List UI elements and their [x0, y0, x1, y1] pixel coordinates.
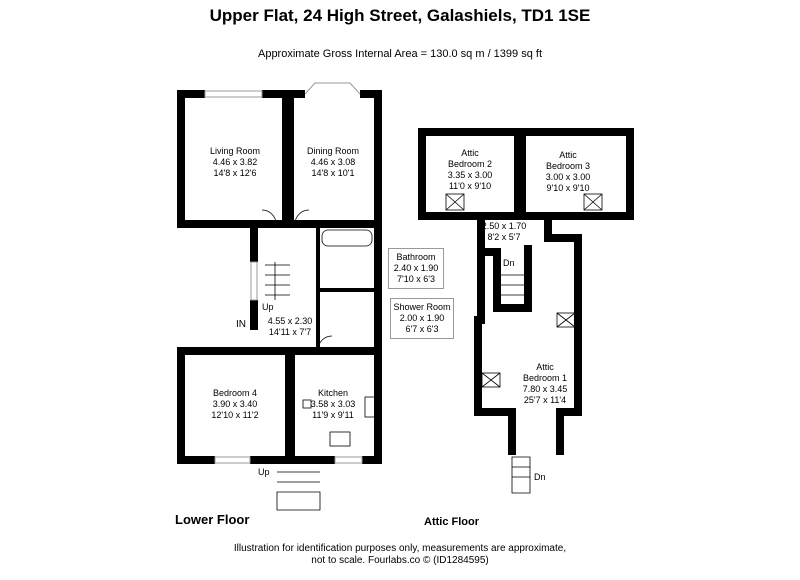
room-bedroom-4: Bedroom 4 3.90 x 3.40 12'10 x 11'2 [195, 388, 275, 421]
room-metric: 7.80 x 3.45 [522, 384, 568, 394]
lower-floor-inner-walls [316, 228, 378, 350]
room-metric: 4.46 x 3.82 [212, 157, 258, 167]
room-metric: 3.90 x 3.40 [212, 399, 258, 409]
disclaimer: Illustration for identification purposes… [0, 543, 800, 567]
room-dining-room: Dining Room 4.46 x 3.08 14'8 x 10'1 [293, 146, 373, 179]
room-name: Bedroom 4 [212, 388, 258, 398]
room-imperial: 14'8 x 12'6 [213, 168, 257, 178]
disclaimer-line: not to scale. Fourlabs.co © (ID1284595) [311, 555, 489, 566]
room-attic-bedroom-1: Attic Bedroom 1 7.80 x 3.45 25'7 x 11'4 [505, 362, 585, 406]
attic-fixtures [445, 193, 603, 494]
room-imperial: 14'11 x 7'7 [268, 327, 312, 337]
disclaimer-line: Illustration for identification purposes… [233, 543, 567, 554]
room-living-room: Living Room 4.46 x 3.82 14'8 x 12'6 [195, 146, 275, 179]
room-metric: 2.40 x 1.90 [393, 263, 439, 273]
room-imperial: 11'9 x 9'11 [312, 410, 354, 420]
room-name: Living Room [209, 146, 261, 156]
room-imperial: 11'0 x 9'10 [448, 181, 492, 191]
room-name: Attic [536, 362, 554, 372]
room-name: Bathroom [396, 252, 436, 262]
lower-floor-label: Lower Floor [175, 512, 250, 527]
lower-fixtures [261, 209, 376, 511]
room-name: Attic [559, 150, 577, 160]
room-kitchen: Kitchen 3.58 x 3.03 11'9 x 9'11 [298, 388, 368, 421]
room-metric: 4.55 x 2.30 [267, 316, 313, 326]
attic-walls [418, 128, 634, 455]
room-imperial: 14'8 x 10'1 [311, 168, 355, 178]
window-frames [204, 82, 363, 464]
room-name: Dining Room [306, 146, 360, 156]
room-name: Shower Room [393, 302, 451, 312]
room-shower-room: Shower Room 2.00 x 1.90 6'7 x 6'3 [390, 298, 454, 339]
stairs-down-label: Dn [534, 472, 546, 482]
room-attic-bedroom-3: Attic Bedroom 3 3.00 x 3.00 9'10 x 9'10 [528, 150, 608, 194]
room-imperial: 25'7 x 11'4 [523, 395, 567, 405]
room-metric: 3.35 x 3.00 [447, 170, 493, 180]
page-title: Upper Flat, 24 High Street, Galashiels, … [209, 6, 591, 25]
windows [205, 89, 362, 465]
room-bathroom: Bathroom 2.40 x 1.90 7'10 x 6'3 [388, 248, 444, 289]
stairs-up-label: Up [262, 302, 274, 312]
room-imperial: 9'10 x 9'10 [546, 183, 590, 193]
room-attic-bedroom-2: Attic Bedroom 2 3.35 x 3.00 11'0 x 9'10 [430, 148, 510, 192]
attic-floor-label: Attic Floor [424, 516, 479, 528]
stairs-up-label: Up [258, 467, 270, 477]
room-metric: 2.50 x 1.70 [481, 221, 527, 231]
room-name: Attic [461, 148, 479, 158]
entrance-label: IN [236, 319, 246, 330]
room-name: Bedroom 1 [522, 373, 568, 383]
room-imperial: 8'2 x 5'7 [487, 232, 521, 242]
gross-area: Approximate Gross Internal Area = 130.0 … [257, 48, 542, 60]
room-metric: 3.58 x 3.03 [310, 399, 356, 409]
room-imperial: 6'7 x 6'3 [405, 324, 439, 334]
room-name: Kitchen [317, 388, 349, 398]
room-name: Bedroom 2 [447, 159, 493, 169]
room-imperial: 12'10 x 11'2 [211, 410, 259, 420]
room-imperial: 7'10 x 6'3 [397, 274, 435, 284]
room-hall: 4.55 x 2.30 14'11 x 7'7 [260, 316, 320, 338]
room-metric: 2.00 x 1.90 [399, 313, 445, 323]
stairs-down-label: Dn [503, 258, 515, 268]
room-metric: 4.46 x 3.08 [310, 157, 356, 167]
room-name: Bedroom 3 [545, 161, 591, 171]
room-attic-landing: 2.50 x 1.70 8'2 x 5'7 [478, 221, 530, 243]
room-metric: 3.00 x 3.00 [545, 172, 591, 182]
